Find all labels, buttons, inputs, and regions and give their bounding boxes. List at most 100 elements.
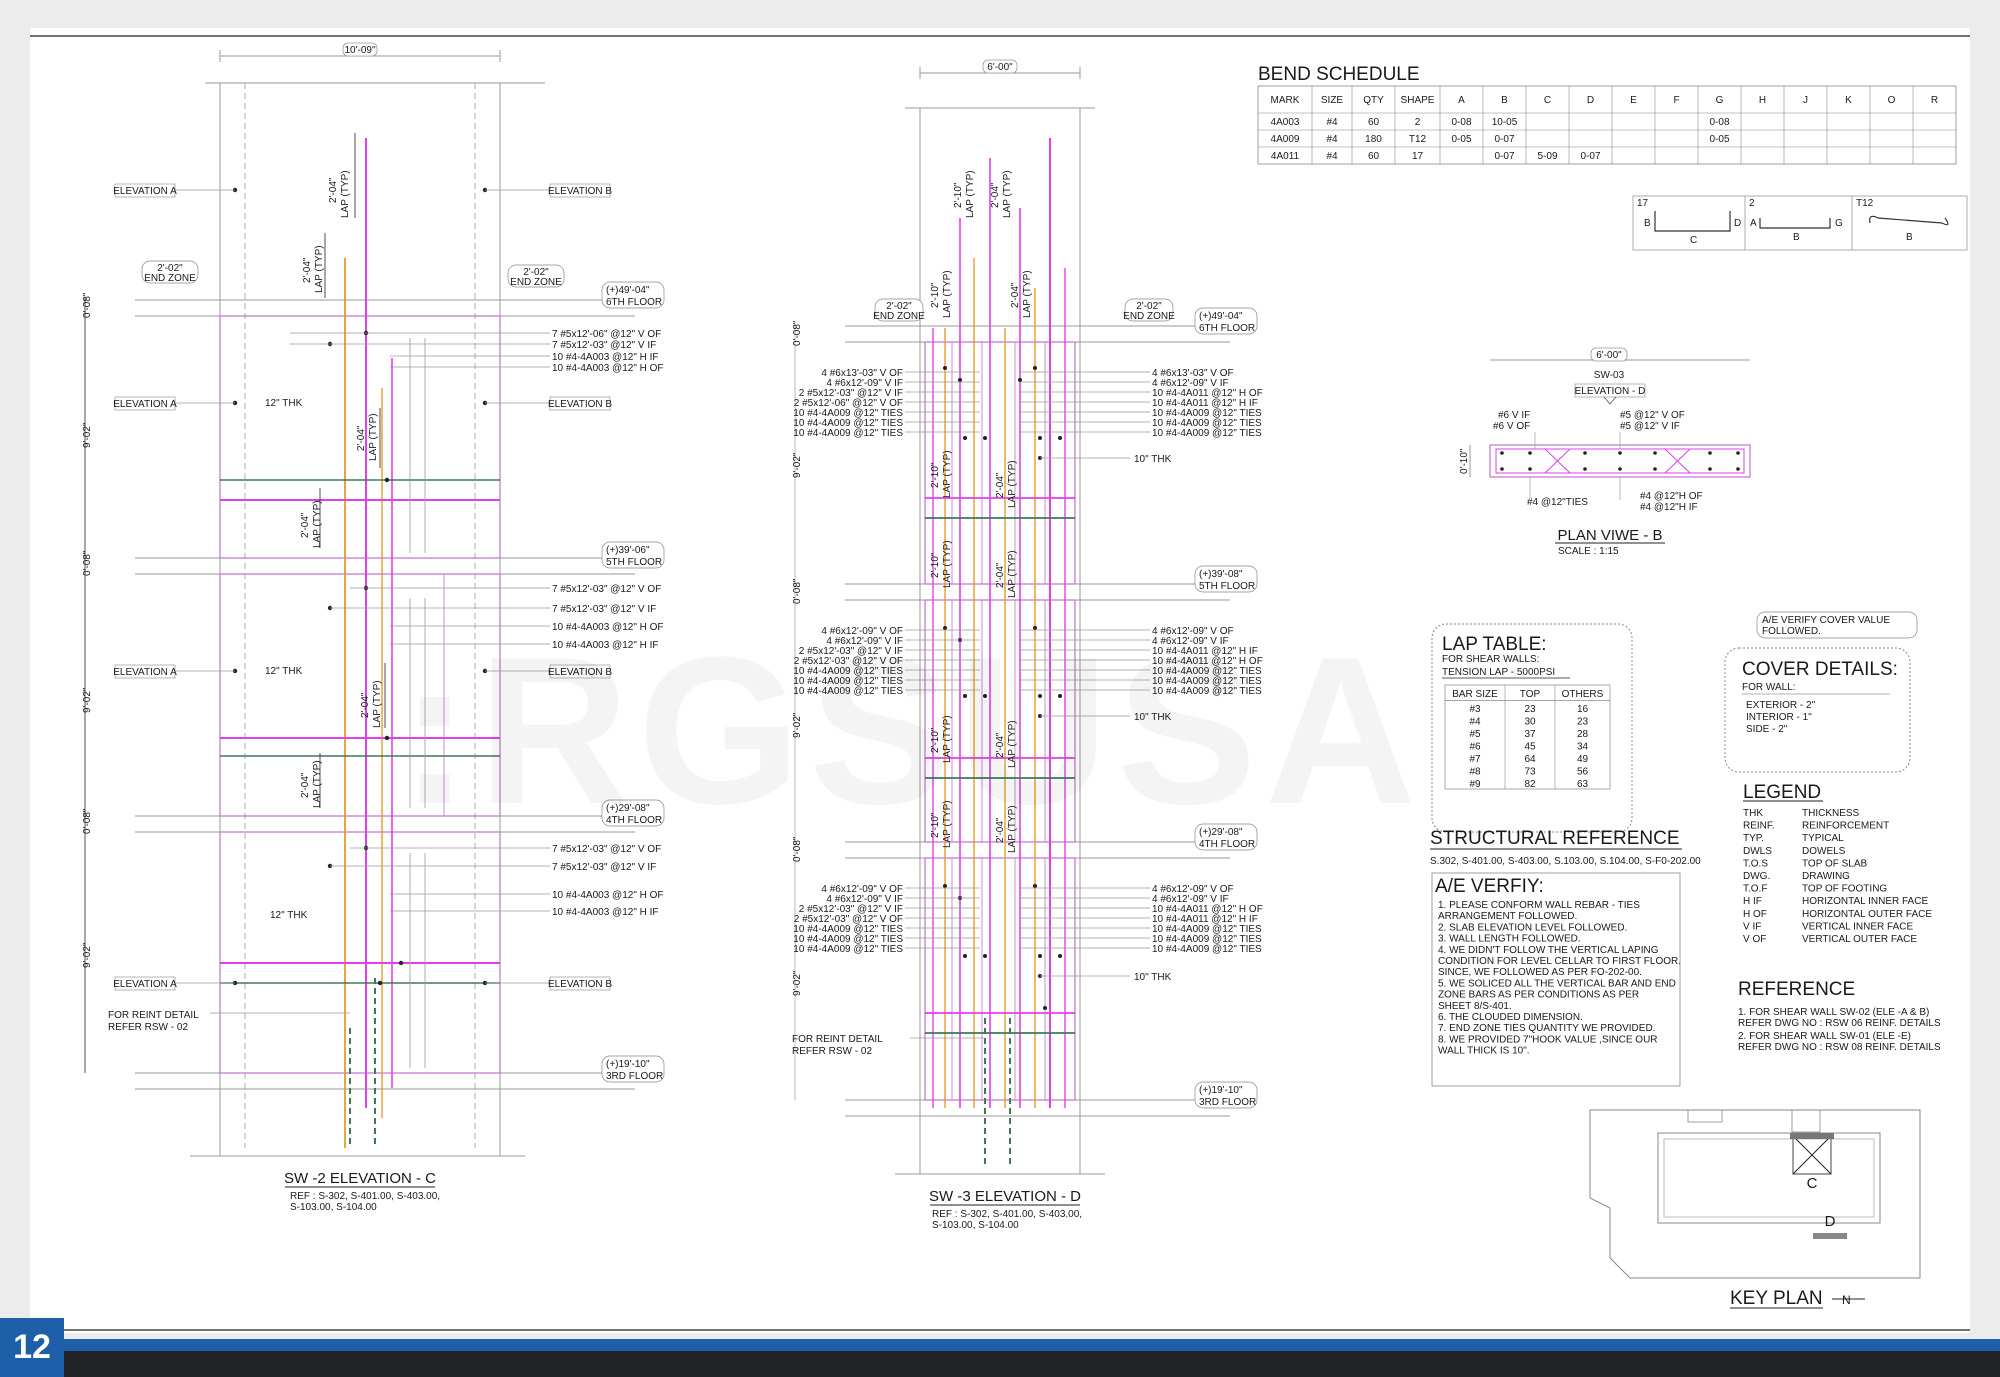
bend-cell: T12 [1409,134,1427,145]
bend-cell: 0-07 [1580,151,1600,162]
struct-ref-text: S.302, S-401.00, S-403.00, S.103.00, S.1… [1430,856,1701,867]
svg-text:5TH FLOOR: 5TH FLOOR [606,557,662,568]
cover-line: EXTERIOR - 2" [1746,700,1816,711]
sw3-note: 10 #4-4A011 @12" H OF [1152,656,1263,667]
ae-line: 8. WE PROVIDED 7"HOOK VALUE ,SINCE OUR [1438,1034,1658,1045]
sw2-left-dim: 0'-08" [82,550,93,576]
shape-code: T12 [1856,198,1874,209]
legend-desc: HORIZONTAL INNER FACE [1802,896,1928,907]
ae-line: ZONE BARS AS PER CONDITIONS AS PER [1438,990,1639,1001]
svg-text:(+)29'-08": (+)29'-08" [606,803,650,814]
lap-cell: #7 [1469,754,1481,765]
bend-header-cell: F [1673,95,1679,106]
bend-cell: 0-05 [1451,134,1471,145]
lap-cell: 37 [1524,729,1536,740]
sw2-ref: S-103.00, S-104.00 [290,1202,377,1213]
shape-code: 2 [1749,198,1755,209]
sw3-note: 4 #6x13'-03" V OF [821,368,903,379]
sw3-lap-len: 2'-10" [930,812,941,838]
cover-line: FOR WALL: [1742,682,1796,693]
sw3-title: SW -3 ELEVATION - D [929,1188,1081,1205]
sw2-lap-len: 2'-04" [300,772,311,798]
sw3-reinf-note: FOR REINT DETAIL [792,1034,883,1045]
sw3-note: 10 #4-4A009 @12" TIES [793,666,903,677]
ae-line: SHEET 8/S-401. [1438,1001,1512,1012]
svg-text:(+)49'-04": (+)49'-04" [606,285,650,296]
sw2-end-zone-label: END ZONE [144,273,196,284]
sw3-lap-label: LAP (TYP) [1002,170,1013,218]
bend-cell: #4 [1326,117,1338,128]
shape-label: A [1750,218,1757,229]
sw3-left-dim: 9'-02" [792,712,803,738]
reference-line: 1. FOR SHEAR WALL SW-02 (ELE -A & B) [1738,1007,1929,1018]
sw2-note: 7 #5x12'-03" @12" V OF [552,844,661,855]
lap-cell: 45 [1524,742,1536,753]
lap-cell: 56 [1577,767,1589,778]
sw2-lap-label: LAP (TYP) [312,760,323,808]
sw3-note: 10 #4-4A009 @12" TIES [793,418,903,429]
plan-dim: 6'-00" [1596,350,1622,361]
lap-cell: 16 [1577,704,1589,715]
sw2-lap-len: 2'-04" [328,177,339,203]
ae-line: SINCE, WE FOLLOWED AS PER FO-202-00. [1438,967,1642,978]
sw2-top-dim: 10'-09" [344,45,375,56]
sw3-lap-len: 2'-10" [930,552,941,578]
sw3-lap-label: LAP (TYP) [942,800,953,848]
svg-text:4TH FLOOR: 4TH FLOOR [606,815,662,826]
sw3-note: 10 #4-4A009 @12" TIES [1152,686,1262,697]
sw2-lap-label: LAP (TYP) [340,170,351,218]
bend-schedule-title: BEND SCHEDULE [1258,64,1420,85]
sw3-note: 4 #6x13'-03" V OF [1152,368,1234,379]
svg-text:(+)39'-08": (+)39'-08" [1199,569,1243,580]
legend-abbr: V IF [1743,921,1761,932]
sw3-left-dim: 9'-02" [792,970,803,996]
sw2-end-zone-dim: 2'-02" [157,263,183,274]
bend-cell: 0-08 [1709,117,1729,128]
ae-line: 2. SLAB ELEVATION LEVEL FOLLOWED. [1438,922,1627,933]
sw3-top-dim: 6'-00" [987,62,1013,73]
sw2-thk-label: 12" THK [265,398,303,409]
lap-cell: 82 [1524,779,1536,790]
svg-text:5TH FLOOR: 5TH FLOOR [1199,581,1255,592]
sw2-lap-len: 2'-04" [356,425,367,451]
footer-dark-band [0,1351,2000,1377]
sw2-note: 10 #4-4A003 @12" H IF [552,352,659,363]
shape-label: B [1906,232,1913,243]
bend-cell: 0-07 [1494,134,1514,145]
sw3-note: 10 #4-4A009 @12" TIES [1152,934,1262,945]
sw2-thk-label: 12" THK [270,910,308,921]
sw3-elevation: 6'-00" [792,59,1263,1231]
bend-header-cell: SIZE [1321,95,1344,106]
sw2-left-dim: 9'-02" [82,942,93,968]
plan-note: #4 @12"H IF [1640,502,1698,513]
sw3-reinf-note: REFER RSW - 02 [792,1046,872,1057]
bend-cell: 4A009 [1271,134,1300,145]
shape-t12-icon [1869,215,1949,226]
footer-bar [0,1333,2000,1377]
sw3-note: 10 #4-4A009 @12" TIES [1152,944,1262,955]
sw3-note: 10 #4-4A009 @12" TIES [793,934,903,945]
lap-cell: #5 [1469,729,1481,740]
sw3-note: 10 #4-4A009 @12" TIES [1152,428,1262,439]
plan-scale: SCALE : 1:15 [1558,546,1619,557]
bend-cell: 180 [1365,134,1382,145]
legend-abbr: T.O.F [1743,884,1767,895]
sw3-note: 4 #6x12'-09" V OF [1152,884,1234,895]
bend-header-cell: O [1888,95,1896,106]
sw3-end-zone-label: END ZONE [873,311,925,322]
sw3-thk-label: 10" THK [1134,712,1172,723]
sw3-lap-label: LAP (TYP) [1007,460,1018,508]
sw2-thk-label: 12" THK [265,666,303,677]
ae-line: 6. THE CLOUDED DIMENSION. [1438,1012,1583,1023]
plan-side-dim: 0'-10" [1459,448,1470,474]
bend-cell: 5-09 [1537,151,1557,162]
bend-schedule-table: MARK4A0034A0094A011SIZE#4#4#4QTY6018060S… [1257,85,1957,165]
legend-abbr: H IF [1743,896,1762,907]
sw3-left-dim: 0'-08" [792,578,803,604]
sw3-note: 4 #6x12'-09" V IF [1152,378,1229,389]
ae-line: CONDITION FOR LEVEL CELLAR TO FIRST FLOO… [1438,956,1681,967]
bend-cell: 17 [1412,151,1424,162]
sw3-note: 2 #5x12'-03" @12" V OF [794,656,903,667]
legend-desc: VERTICAL OUTER FACE [1802,934,1917,945]
